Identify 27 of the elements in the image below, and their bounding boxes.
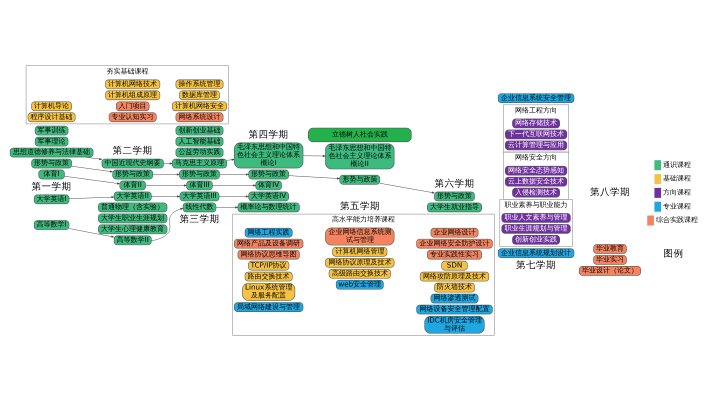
label: 第二学期 <box>112 145 153 156</box>
arrow <box>163 162 173 164</box>
arrow <box>68 228 114 238</box>
arrow <box>219 172 249 176</box>
arrow <box>68 196 114 198</box>
arrow <box>152 172 180 176</box>
arrow <box>85 156 102 160</box>
label: 第三学期 <box>179 214 220 225</box>
arrow <box>212 184 256 186</box>
arrow <box>380 182 435 194</box>
arrow <box>145 184 187 186</box>
label: 图例 <box>663 248 684 260</box>
label: 第五学期 <box>340 200 380 212</box>
arrow <box>288 174 340 180</box>
label: 第一学期 <box>32 180 72 192</box>
arrow <box>226 158 234 160</box>
arrow <box>151 207 184 240</box>
label: 第七学期 <box>516 260 556 271</box>
arrow <box>216 206 238 208</box>
arrow <box>71 165 113 172</box>
label: 第四学期 <box>248 128 289 140</box>
label: 第六学期 <box>434 178 474 189</box>
arrow <box>151 194 180 198</box>
arrow <box>218 194 249 198</box>
arrow <box>64 175 120 184</box>
label: 第八学期 <box>590 186 630 198</box>
arrow <box>302 154 326 157</box>
